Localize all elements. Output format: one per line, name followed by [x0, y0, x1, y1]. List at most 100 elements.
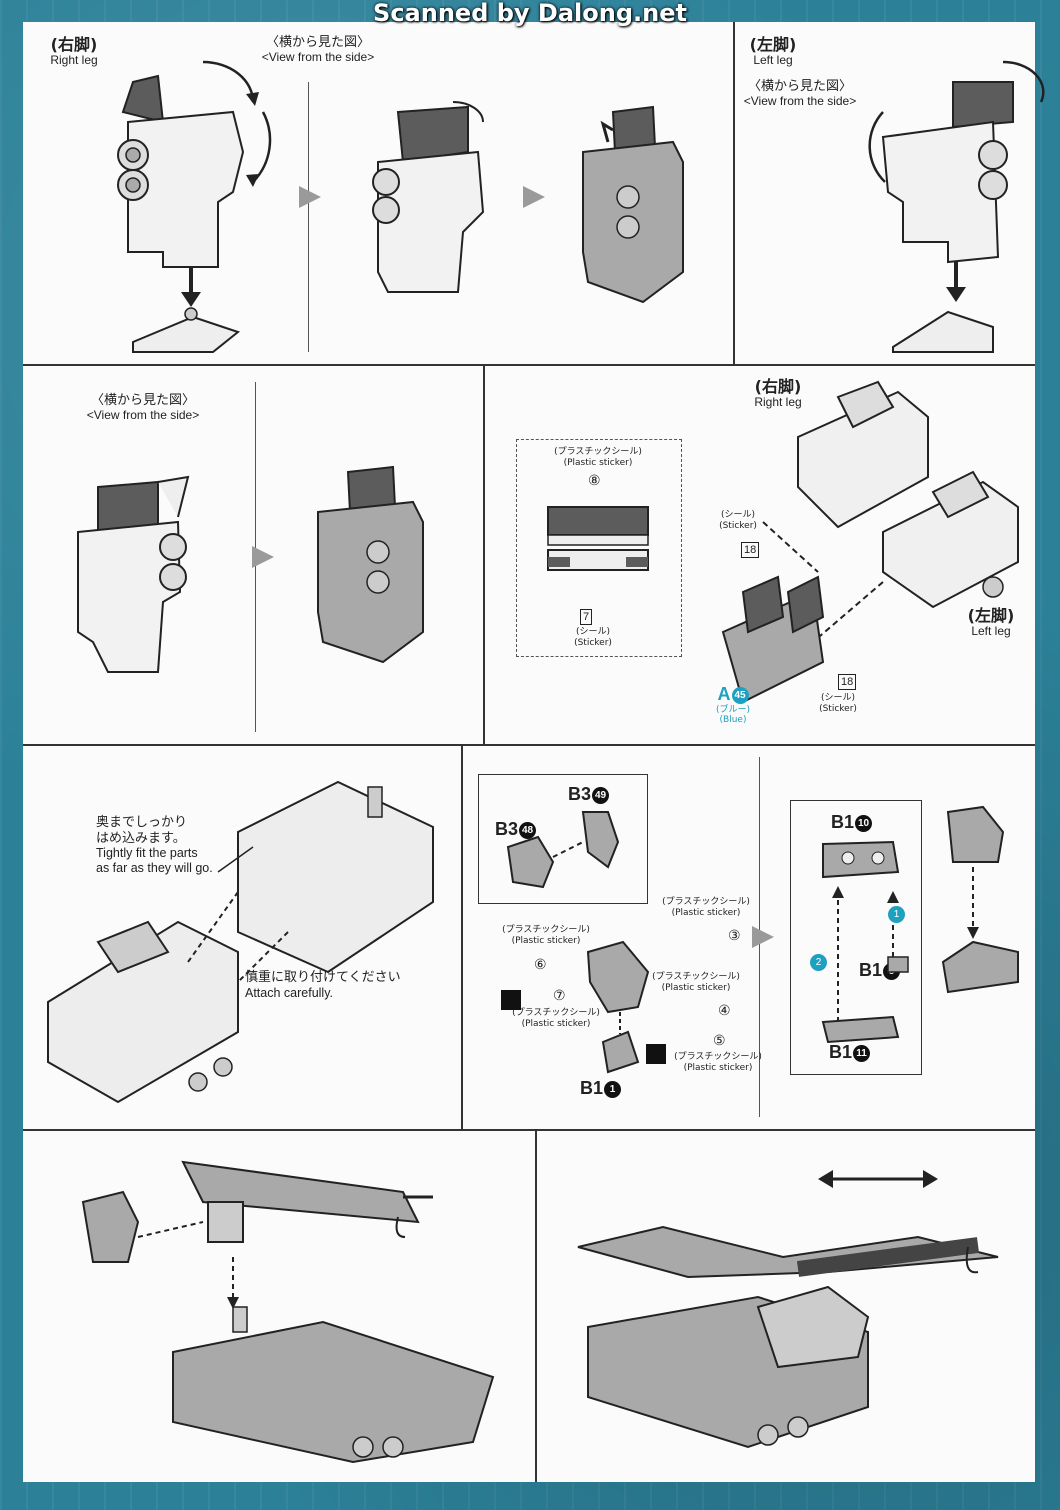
s3-no: ③ — [728, 927, 741, 943]
s3-en: (Plastic sticker) — [671, 907, 741, 918]
note1-jp-line1: 奥までしっかり — [96, 815, 188, 830]
sticker18a-jp: (シール) — [720, 510, 756, 520]
note-attach-carefully: 慎重に取り付けてください Attach carefully. — [245, 970, 445, 1001]
inset-sticker-bottom-no: 7 — [580, 607, 593, 625]
step2-left-leg-jp: (左脚) — [967, 606, 1015, 625]
sticker-application-illustration — [501, 940, 666, 1074]
s5-label: (プラスチックシール) (Plastic sticker) — [663, 1052, 773, 1074]
part-b1-11-text: B1 — [829, 1042, 853, 1062]
row-divider-3 — [23, 1129, 1035, 1131]
left-leg-folded-illustration — [882, 470, 1019, 609]
sticker18b-en: (Sticker) — [819, 703, 857, 714]
note1-en-line2: as far as they will go. — [96, 861, 213, 876]
note1-en-line1: Tightly fit the parts — [96, 846, 198, 861]
part-letter: A — [717, 684, 731, 704]
s7-no: ⑦ — [553, 987, 566, 1003]
left-leg-fold-illustration — [868, 60, 1045, 353]
note2-en: Attach carefully. — [245, 985, 334, 1000]
row-divider-2 — [23, 744, 1035, 746]
sticker18a-label: (シール) (Sticker) — [713, 510, 763, 532]
part-b3-49-badge: 49 — [592, 787, 610, 804]
part-b1-10-text: B1 — [831, 812, 855, 832]
part-b1-1-text: B1 — [580, 1078, 604, 1098]
col-divider-step1 — [733, 22, 735, 364]
b3-parts-illustration — [506, 811, 620, 889]
col-divider-step5 — [535, 1129, 537, 1482]
side-view-jp: 〈横から見た図〉 — [265, 35, 370, 50]
part-color-jp: (ブルー) — [715, 704, 751, 715]
mirror-icon — [501, 990, 521, 1010]
col-divider-step2 — [483, 364, 485, 744]
crane-extended-illustration — [577, 1170, 999, 1449]
right-leg-en: Right leg — [50, 53, 98, 68]
left-leg-jp: (左脚) — [749, 35, 797, 54]
step-order-1-badge: 1 — [888, 906, 905, 923]
step2-right-leg-jp: (右脚) — [754, 377, 802, 396]
arrow-right-icon — [299, 186, 321, 208]
s3-label: (プラスチックシール) (Plastic sticker) — [651, 897, 761, 919]
part-number-badge: 45 — [731, 687, 749, 704]
row-divider-1 — [23, 364, 1035, 366]
waist-assembly-illustration — [721, 521, 884, 704]
left-side-view-en: <View from the side> — [743, 93, 857, 108]
part-b3-48-badge: 48 — [519, 822, 537, 839]
right-leg-jp: (右脚) — [50, 35, 98, 54]
part-b1-10-badge: 10 — [855, 815, 873, 832]
part-b1-1-badge: 1 — [604, 1081, 622, 1098]
b1-assembly-illustration — [821, 840, 909, 1044]
part-color-en: (Blue) — [719, 715, 747, 726]
sticker18b-no: 18 — [838, 672, 857, 690]
part-b3-49-text: B3 — [568, 784, 592, 804]
part-b1-11-badge: 11 — [853, 1045, 871, 1062]
b1-parts-box — [790, 800, 922, 1075]
note1-jp-line2: はめ込みます。 — [96, 830, 186, 846]
subdivider-1 — [308, 82, 309, 352]
inset-sticker-top-en: (Plastic sticker) — [563, 457, 633, 468]
right-leg-folded-illustration — [797, 380, 929, 529]
sticker18a-en: (Sticker) — [719, 520, 757, 531]
part-b1-8-text: B1 — [859, 960, 883, 980]
s7-en: (Plastic sticker) — [521, 1018, 591, 1029]
s5-no: ⑤ — [713, 1032, 726, 1048]
left-side-view-jp: 〈横から見た図〉 — [747, 79, 852, 94]
part-b3-48-text: B3 — [495, 819, 519, 839]
step2-left-leg-en: Left leg — [971, 624, 1011, 639]
sticker18a-no: 18 — [741, 540, 760, 558]
s4-jp: (プラスチックシール) — [652, 972, 740, 982]
s7-label: (プラスチックシール) (Plastic sticker) — [501, 1008, 611, 1030]
leg-folded-illustration — [317, 465, 424, 664]
col-divider-step3 — [461, 744, 463, 1129]
inset-sticker-top-no: ⑧ — [588, 472, 601, 488]
b1-final-illustration — [941, 805, 1019, 994]
step2-right-leg-en: Right leg — [754, 395, 802, 410]
arrow-right-icon — [252, 546, 274, 568]
s7-jp: (プラスチックシール) — [512, 1008, 600, 1018]
step2-left-leg-label: (左脚) Left leg — [956, 606, 1026, 639]
right-leg-fold-illustration — [117, 60, 272, 353]
left-leg-en: Left leg — [753, 53, 793, 68]
s4-label: (プラスチックシール) (Plastic sticker) — [641, 972, 751, 994]
s5-en: (Plastic sticker) — [683, 1062, 753, 1073]
s4-no: ④ — [718, 1002, 731, 1018]
side-view-en: <View from the side> — [261, 49, 375, 64]
s6-label: (プラスチックシール) (Plastic sticker) — [491, 925, 601, 947]
s6-no: ⑥ — [534, 956, 547, 972]
side-view-label: 〈横から見た図〉 <View from the side> — [243, 35, 393, 65]
s6-jp: (プラスチックシール) — [502, 925, 590, 935]
s4-en: (Plastic sticker) — [661, 982, 731, 993]
inset-sticker-bottom-label: (シール) (Sticker) — [563, 627, 623, 649]
inset-sticker-bottom-en: (Sticker) — [574, 637, 612, 648]
watermark: Scanned by Dalong.net — [373, 0, 687, 27]
detail-inset-box — [478, 774, 648, 904]
instruction-sheet: (右脚) Right leg 〈横から見た図〉 <View from the s… — [23, 22, 1045, 1482]
sticker18b-label: (シール) (Sticker) — [813, 693, 863, 715]
sticker-inset-box — [516, 439, 682, 657]
inset-sticker-top-jp: (プラスチックシール) — [554, 447, 642, 457]
s5-jp: (プラスチックシール) — [674, 1052, 762, 1062]
crane-arm-attach-illustration — [81, 1160, 495, 1464]
left-leg-label: (左脚) Left leg — [735, 35, 811, 68]
